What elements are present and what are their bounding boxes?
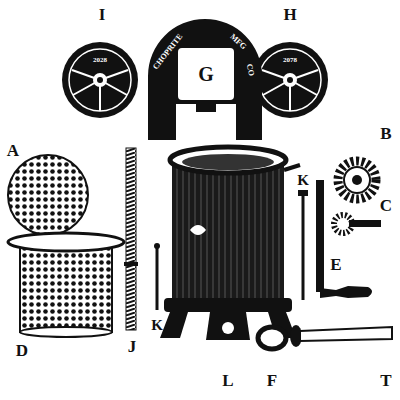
perforated-disc <box>8 155 88 235</box>
part-letter: L <box>222 372 233 389</box>
pin-rod <box>298 190 308 300</box>
part-letter: F <box>267 372 277 389</box>
part-letter: I <box>99 6 106 23</box>
press-frame <box>148 19 262 140</box>
perforated-basket <box>8 233 124 337</box>
part-letter: J <box>128 338 137 355</box>
washer <box>258 327 286 349</box>
part-letter: C <box>380 197 392 214</box>
bevel-gear <box>338 161 376 199</box>
press-barrel <box>160 147 300 340</box>
cast-lettering: CO <box>245 63 255 76</box>
pin-rod <box>154 243 160 310</box>
part-letter: D <box>16 342 28 359</box>
pinion-shaft <box>334 215 381 233</box>
part-letter: E <box>330 256 341 273</box>
part-letter: B <box>380 125 391 142</box>
disc-h <box>252 42 328 118</box>
part-letter: H <box>283 6 296 23</box>
part-letter: K <box>297 173 309 188</box>
part-number: 2028 <box>93 57 107 64</box>
part-number: 2078 <box>283 57 297 64</box>
part-letter: G <box>198 64 214 84</box>
part-letter: A <box>7 142 19 159</box>
screw-shaft <box>290 325 392 347</box>
disc-i <box>62 42 138 118</box>
spring-rod <box>124 148 138 330</box>
part-letter: K <box>151 318 163 333</box>
part-letter: T <box>380 372 391 389</box>
